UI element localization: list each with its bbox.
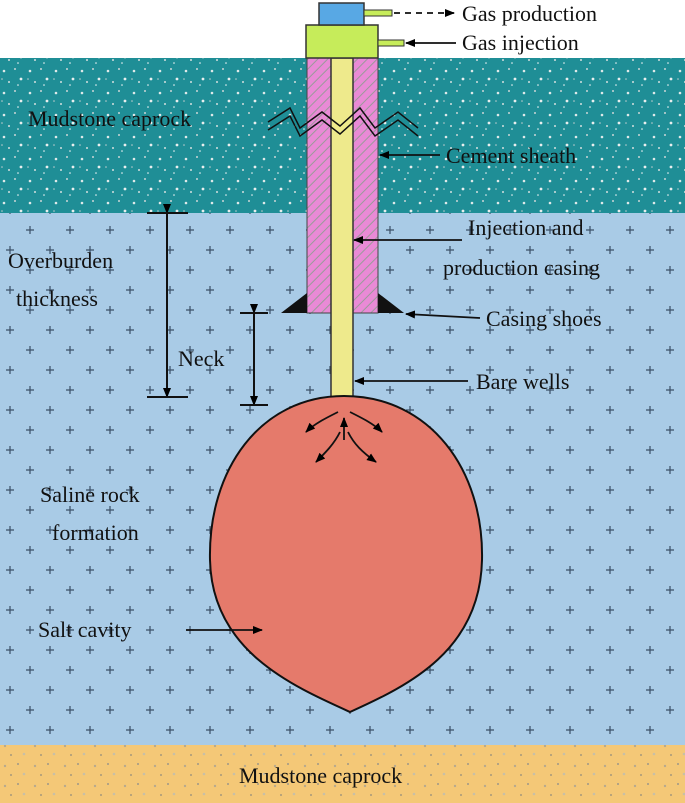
- label-gas-production: Gas production: [462, 1, 597, 26]
- wellhead-block: [305, 24, 379, 59]
- label-gas-injection: Gas injection: [462, 30, 579, 55]
- break-lines: [267, 106, 419, 138]
- label-mudstone-caprock-bottom: Mudstone caprock: [239, 763, 402, 788]
- label-salt-cavity: Salt cavity: [38, 617, 131, 642]
- overburden-dimension: [147, 204, 188, 398]
- label-overburden-1: Overburden: [8, 248, 113, 273]
- casing-shoes-arrow: [405, 310, 481, 319]
- label-bare-wells: Bare wells: [476, 369, 569, 394]
- production-casing: [330, 57, 354, 399]
- label-saline-1: Saline rock: [40, 482, 140, 507]
- label-cement-sheath: Cement sheath: [446, 143, 576, 168]
- label-overburden-2: thickness: [16, 286, 98, 311]
- label-casing-shoes: Casing shoes: [486, 306, 602, 331]
- production-pipe: [363, 9, 393, 17]
- injection-pipe: [377, 39, 405, 47]
- casing-shoe-right: [378, 293, 404, 313]
- flow-arrows: [305, 411, 383, 463]
- leader-arrows: [186, 9, 481, 634]
- label-mudstone-caprock-top: Mudstone caprock: [28, 106, 191, 131]
- mudstone-caprock-bottom-layer: [0, 745, 685, 803]
- casing-shoe-left: [281, 293, 307, 313]
- salt-cavity-shape: [208, 394, 484, 714]
- wellhead-valve: [318, 2, 365, 26]
- label-injection-casing-1: Injection and: [468, 215, 583, 240]
- label-injection-casing-2: production casing: [443, 255, 600, 280]
- neck-dimension: [240, 304, 268, 406]
- label-saline-2: formation: [52, 520, 139, 545]
- label-neck: Neck: [178, 346, 224, 371]
